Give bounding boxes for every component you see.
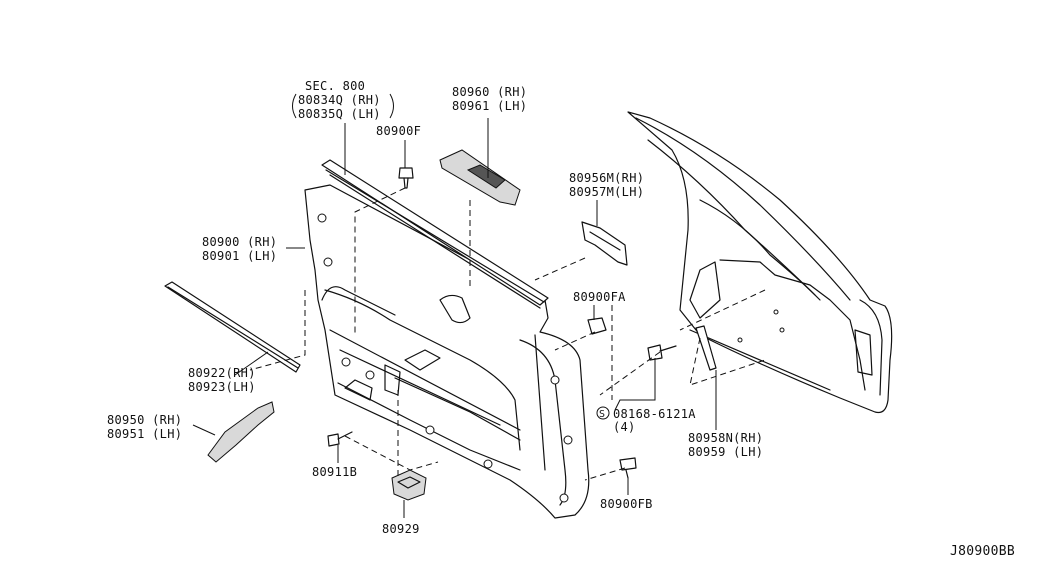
door-clip-hole [737, 337, 743, 343]
cup-80929 [391, 469, 427, 501]
sec-ref-bracket-left [292, 93, 297, 119]
label-80900fa: 80900FA [573, 290, 626, 304]
trim-clip-hole [341, 357, 351, 367]
sec-ref-line2: 80834Q (RH) [298, 93, 381, 107]
bracket-part [581, 221, 628, 266]
weatherstrip-part [321, 159, 549, 309]
label-80959: 80959 (LH) [688, 445, 763, 459]
label-80900f: 80900F [376, 124, 421, 138]
switch-finisher-part [439, 149, 521, 206]
screw-symbol: S [599, 409, 605, 420]
sec-ref-line3: 80835Q (LH) [298, 107, 381, 121]
armrest-pad-part [207, 401, 275, 463]
label-80929: 80929 [382, 522, 420, 536]
label-80960: 80960 (RH) [452, 85, 527, 99]
sec-ref-bracket-right [389, 93, 394, 119]
label-80901: 80901 (LH) [202, 249, 277, 263]
trim-clip-hole [559, 493, 569, 503]
label-80956m: 80956M(RH) [569, 171, 644, 185]
clip-08168 [647, 344, 677, 361]
door-clip-hole [773, 309, 779, 315]
screw-symbol-circle [596, 406, 610, 420]
door-body-outline [627, 111, 893, 414]
label-80900fb: 80900FB [600, 497, 653, 511]
leader-lines [192, 118, 717, 518]
label-80950: 80950 (RH) [107, 413, 182, 427]
screw-80911b [327, 431, 353, 447]
trim-clip-hole [317, 213, 327, 223]
trim-clip-hole [425, 425, 435, 435]
label-80957m: 80957M(LH) [569, 185, 644, 199]
trim-clip-hole [563, 435, 573, 445]
door-clip-hole [779, 327, 785, 333]
bracket-80958n [695, 325, 717, 371]
moulding-strip-part [164, 281, 301, 373]
diagram-id: J80900BB [950, 544, 1015, 559]
label-80923: 80923(LH) [188, 380, 256, 394]
label-08168-qty: (4) [613, 420, 636, 434]
label-08168: 08168-6121A [613, 407, 696, 421]
label-80900: 80900 (RH) [202, 235, 277, 249]
trim-clip-hole [550, 375, 560, 385]
clip-80900fb [619, 457, 637, 479]
label-80922: 80922(RH) [188, 366, 256, 380]
trim-clip-hole [323, 257, 333, 267]
sec-ref-line1: SEC. 800 [305, 79, 365, 93]
clip-80900fa [587, 317, 607, 335]
label-80958n: 80958N(RH) [688, 431, 763, 445]
label-80961: 80961 (LH) [452, 99, 527, 113]
label-80911b: 80911B [312, 465, 357, 479]
part-labels: SEC. 800 80834Q (RH) 80835Q (LH) 80900F … [107, 79, 1015, 559]
trim-clip-hole [483, 459, 493, 469]
trim-clip-hole [365, 370, 375, 380]
label-80951: 80951 (LH) [107, 427, 182, 441]
clip-80900f [398, 167, 414, 189]
assembly-lines [249, 187, 766, 481]
